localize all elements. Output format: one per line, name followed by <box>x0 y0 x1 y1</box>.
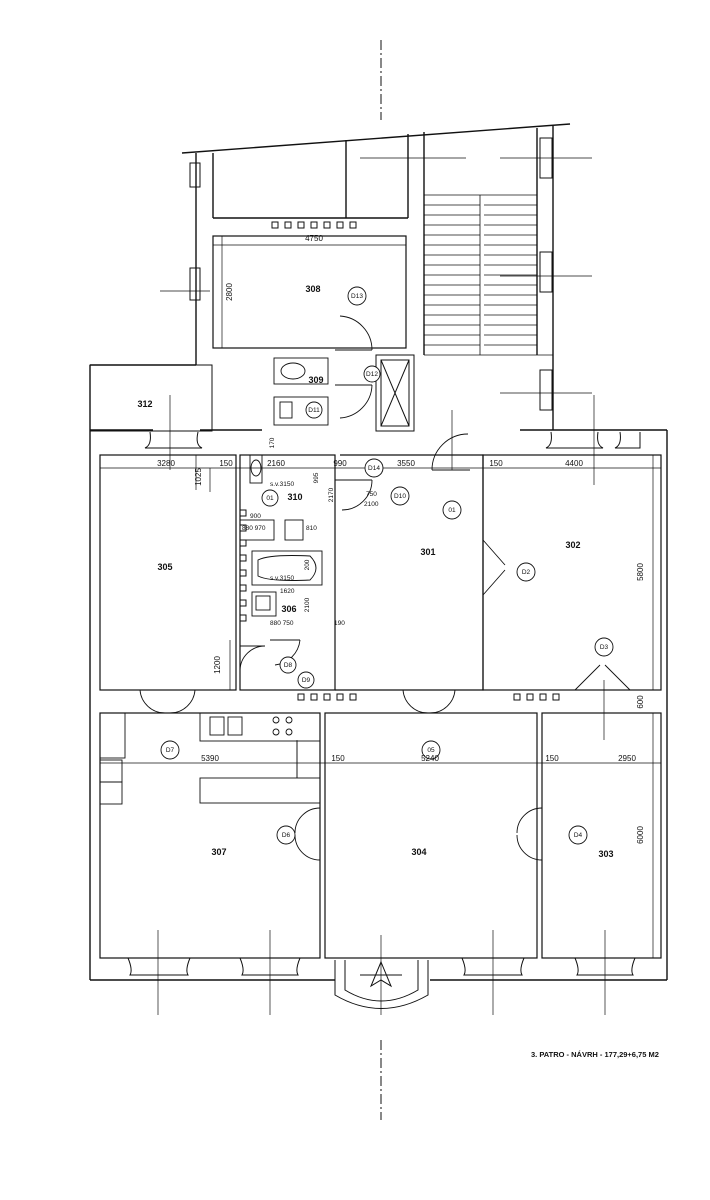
windows-bottom <box>127 957 636 976</box>
upper-wing-walls <box>89 123 668 981</box>
dim-1620: 1620 <box>280 588 295 595</box>
room-label-312: 312 <box>137 399 152 409</box>
dim-3550: 3550 <box>397 459 415 468</box>
vent-row-middle <box>239 509 560 701</box>
dim-600: 600 <box>636 695 645 709</box>
door-tag-d11: D11 <box>308 407 320 414</box>
room-label-310: 310 <box>287 492 302 502</box>
door-tag-01: 01 <box>448 507 456 514</box>
dim-150-c: 150 <box>331 754 345 763</box>
dim-1200: 1200 <box>213 656 222 674</box>
dimension-labels: 4750 2800 3280 150 1025 2160 990 3550 15… <box>157 234 645 844</box>
dim-150-a: 150 <box>219 459 233 468</box>
kitchen-counter <box>99 712 321 805</box>
door-tag-d9: D9 <box>302 677 311 684</box>
dim-4750: 4750 <box>305 234 323 243</box>
door-tag-labels: D13 D12 D11 D14 D10 01 D2 D3 01 D8 D9 D7… <box>166 293 609 839</box>
bay-window <box>334 960 429 1009</box>
room-label-304: 304 <box>411 847 426 857</box>
door-tag-d7: D7 <box>166 747 175 754</box>
room-outlines <box>99 454 662 959</box>
door-tags <box>160 286 614 845</box>
dim-5240: 5240 <box>421 754 439 763</box>
door-tag-d14: D14 <box>368 465 380 472</box>
dim-810: 810 <box>306 525 317 532</box>
dim-5800: 5800 <box>636 563 645 581</box>
dim-2170: 2170 <box>328 487 335 502</box>
dim-150-b: 150 <box>489 459 503 468</box>
room-label-309: 309 <box>308 375 323 385</box>
dim-sv3150-a: s.v.3150 <box>270 481 294 488</box>
dim-sv3150-b: s.v.3150 <box>270 575 294 582</box>
dim-170: 170 <box>269 437 276 448</box>
bathroom-fixtures <box>239 357 329 617</box>
dim-2100: 2100 <box>364 501 379 508</box>
door-tag-d6: D6 <box>282 832 291 839</box>
door-tag-d13: D13 <box>351 293 363 300</box>
door-swings <box>139 315 631 861</box>
room-label-307: 307 <box>211 847 226 857</box>
door-tag-d12: D12 <box>366 371 378 378</box>
door-tag-d4: D4 <box>574 832 583 839</box>
room-label-305: 305 <box>157 562 172 572</box>
door-tag-01b: 01 <box>266 495 274 502</box>
dim-2160: 2160 <box>267 459 285 468</box>
dim-4400: 4400 <box>565 459 583 468</box>
dim-2100-v: 2100 <box>304 597 311 612</box>
dim-880-750: 880 750 <box>270 620 294 627</box>
room-label-303: 303 <box>598 849 613 859</box>
room-label-306: 306 <box>281 604 296 614</box>
dim-990: 990 <box>333 459 347 468</box>
dim-995: 995 <box>313 472 320 483</box>
door-tag-d2: D2 <box>522 569 531 576</box>
room-312-outline <box>89 364 213 432</box>
room-308-outline <box>212 235 407 349</box>
dim-6000: 6000 <box>636 826 645 844</box>
dim-1025: 1025 <box>194 468 203 486</box>
dimension-lines <box>100 236 661 958</box>
dim-200: 200 <box>304 559 311 570</box>
dim-900: 900 <box>250 513 261 520</box>
room-labels: 308 312 309 310 305 306 301 302 307 304 … <box>137 284 613 859</box>
room-label-301: 301 <box>420 547 435 557</box>
elevator-shaft <box>375 354 415 432</box>
room-label-302: 302 <box>565 540 580 550</box>
dim-880-970: 880 970 <box>242 525 266 532</box>
staircase <box>424 194 553 356</box>
dim-150-d: 150 <box>545 754 559 763</box>
dim-2800: 2800 <box>225 283 234 301</box>
dim-3280: 3280 <box>157 459 175 468</box>
door-tag-d3: D3 <box>600 644 609 651</box>
dim-2950: 2950 <box>618 754 636 763</box>
dim-5390: 5390 <box>201 754 219 763</box>
plan-caption: 3. PATRO - NÁVRH - 177,29+6,75 M2 <box>531 1050 659 1059</box>
door-tag-d10: D10 <box>394 493 406 500</box>
dim-190: 190 <box>334 620 345 627</box>
windows-upper <box>144 137 641 449</box>
room-label-308: 308 <box>305 284 320 294</box>
dim-750: 750 <box>366 491 377 498</box>
door-tag-05: 05 <box>427 747 435 754</box>
tag-leaders <box>157 157 606 1015</box>
door-tag-d8: D8 <box>284 662 293 669</box>
vent-row-top <box>271 221 357 229</box>
